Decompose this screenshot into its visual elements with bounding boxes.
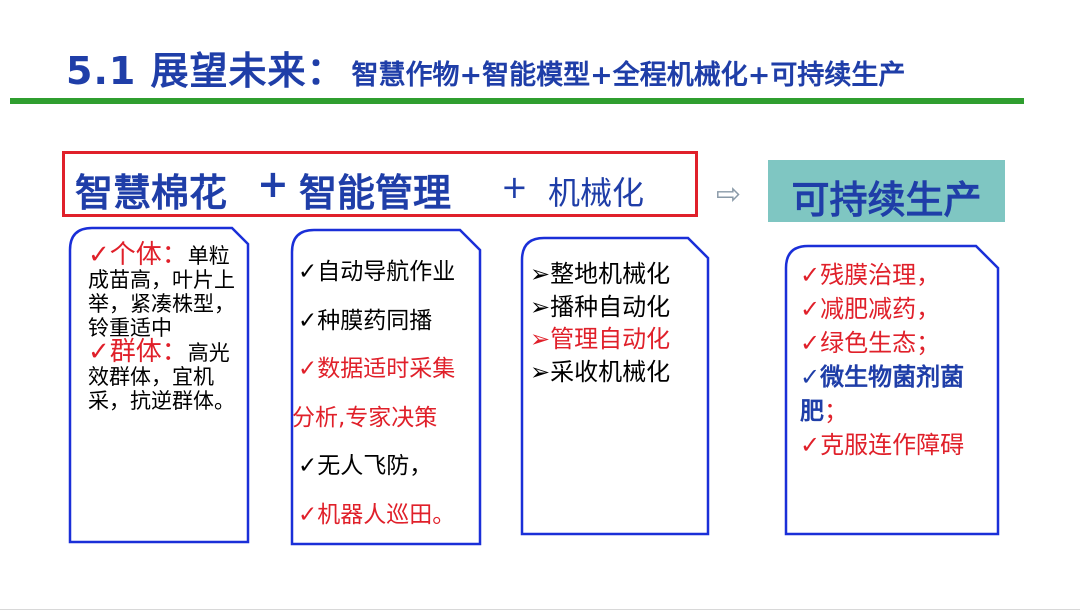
list-item: ✓自动导航作业: [298, 259, 456, 285]
list-item: ✓机器人巡田。: [298, 501, 456, 528]
right-arrow-icon: ⇨: [716, 177, 742, 212]
formula-plus-2: +: [501, 168, 528, 206]
list-item: ✓种膜药同播: [298, 307, 433, 334]
list-item: ✓无人飞防，: [298, 453, 433, 479]
list-item: ✓减肥减药，: [800, 295, 941, 323]
list-item: ✓数据适时采集: [298, 356, 456, 382]
card-cotton-traits: ✓个体：单粒成苗高，叶片上举，紧凑株型，铃重适中 ✓群体：高光效群体，宜机采，抗…: [68, 226, 250, 544]
card-text: ✓残膜治理， ✓减肥减药， ✓绿色生态； ✓微生物菌剂菌肥； ✓克服连作障碍: [800, 258, 990, 462]
title-divider: [10, 98, 1024, 104]
card-text: ➢整地机械化 ➢播种自动化 ➢管理自动化 ➢采收机械化: [530, 258, 700, 388]
group-text: 高光效群体，宜机采，抗逆群体。: [88, 341, 235, 413]
title-subtitle: 智慧作物+智能模型+全程机械化+可持续生产: [351, 60, 906, 91]
list-item: ➢采收机械化: [530, 357, 671, 386]
list-item: ➢管理自动化: [530, 325, 671, 353]
formula-mechanization: 机械化: [548, 174, 645, 212]
footer-divider: [0, 609, 1080, 610]
card-text: ✓自动导航作业 ✓种膜药同播 ✓数据适时采集 分析,专家决策 ✓无人飞防， ✓机…: [292, 248, 484, 539]
sustainable-production-box: 可持续生产: [768, 160, 1005, 222]
card-mechanization: ➢整地机械化 ➢播种自动化 ➢管理自动化 ➢采收机械化: [520, 236, 710, 536]
list-item: ✓绿色生态；: [800, 329, 941, 357]
card-smart-management: ✓自动导航作业 ✓种膜药同播 ✓数据适时采集 分析,专家决策 ✓无人飞防， ✓机…: [290, 228, 482, 546]
list-item: ➢播种自动化: [530, 292, 671, 321]
card-frame: [68, 226, 250, 544]
list-item: ✓克服连作障碍: [800, 431, 965, 459]
card-sustainable-practices: ✓残膜治理， ✓减肥减药， ✓绿色生态； ✓微生物菌剂菌肥； ✓克服连作障碍: [784, 244, 1000, 536]
title-main: 5.1 展望未来：: [66, 49, 346, 93]
card-frame: [784, 244, 1000, 536]
card-frame: [520, 236, 710, 536]
list-item-punctuation: ；: [824, 397, 848, 425]
list-item: 分析,专家决策: [292, 404, 438, 431]
card-text: ✓个体：单粒成苗高，叶片上举，紧凑株型，铃重适中 ✓群体：高光效群体，宜机采，抗…: [88, 240, 238, 413]
list-item: ➢整地机械化: [530, 260, 671, 288]
formula-box: 智慧棉花 + 智能管理 + 机械化: [62, 151, 698, 217]
individual-text: 单粒成苗高，叶片上举，紧凑株型，铃重适中: [88, 244, 235, 340]
list-item: ✓残膜治理，: [800, 261, 941, 289]
formula-smart-cotton: 智慧棉花: [75, 171, 228, 215]
card-frame: [290, 228, 482, 546]
group-label: ✓群体：: [88, 337, 188, 367]
formula-smart-management: 智能管理: [299, 171, 452, 215]
slide-title: 5.1 展望未来：智慧作物+智能模型+全程机械化+可持续生产: [66, 40, 905, 96]
list-item: ✓微生物菌剂菌肥: [800, 363, 965, 425]
formula-plus-1: +: [257, 162, 289, 206]
individual-label: ✓个体：: [88, 240, 188, 270]
